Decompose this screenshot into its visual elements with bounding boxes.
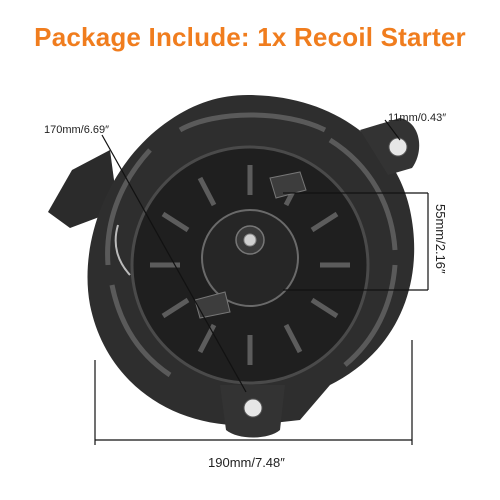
pawl-right — [269, 171, 307, 199]
pull-handle — [48, 150, 118, 228]
dimension-label-height: 55mm/2.16″ — [433, 204, 448, 274]
center-bolt — [243, 233, 257, 247]
dimension-lines — [94, 119, 429, 445]
dimension-label-hole: 11mm/0.43″ — [388, 112, 447, 124]
mount-hole-bottom — [243, 398, 263, 418]
page-title: Package Include: 1x Recoil Starter — [34, 22, 466, 52]
dimension-label-diameter: 170mm/6.69″ — [44, 124, 110, 136]
pawl-left — [194, 291, 231, 319]
dimension-label-width: 190mm/7.48″ — [208, 455, 285, 470]
spring-wire — [114, 224, 131, 276]
guard-grille — [105, 112, 398, 378]
mount-hole-top-right — [388, 137, 408, 157]
center-hub — [201, 209, 299, 307]
